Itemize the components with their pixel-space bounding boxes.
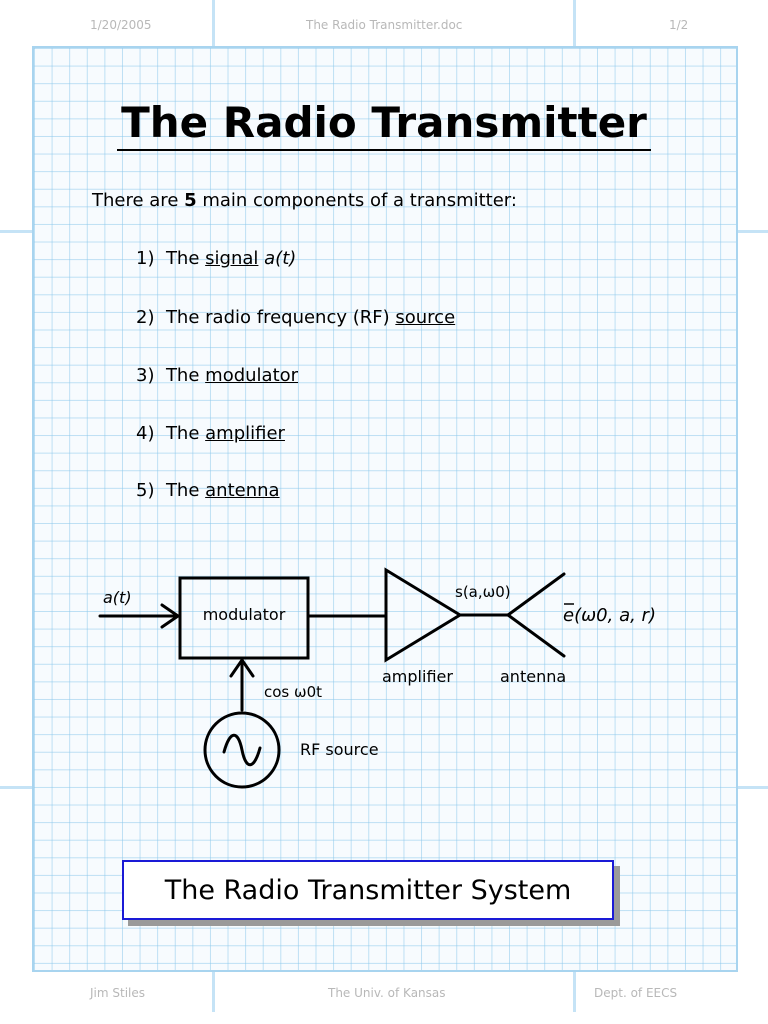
rf-source-label: RF source: [300, 740, 379, 759]
guide-line: [573, 972, 576, 1012]
term-signal: signal: [205, 248, 259, 269]
rf-source-circle: [203, 711, 281, 789]
footer-author: Jim Stiles: [90, 986, 146, 1000]
guide-line: [738, 786, 768, 789]
modulator-box: [178, 576, 310, 660]
caption-text: The Radio Transmitter System: [164, 874, 572, 906]
rf-arrowhead: [229, 657, 255, 678]
antenna-lower-arm: [506, 613, 566, 658]
term-amplifier: amplifier: [205, 423, 285, 444]
list-item-signal: 1) The signal a(t): [136, 248, 297, 269]
modulator-label: modulator: [203, 605, 286, 624]
antenna-upper-arm: [506, 572, 566, 617]
amplifier-label: amplifier: [382, 667, 453, 686]
term-antenna: antenna: [205, 480, 280, 501]
footer-department: Dept. of EECS: [594, 986, 678, 1000]
list-item-amplifier: 4) The amplifier: [136, 423, 285, 444]
term-modulator: modulator: [205, 365, 299, 386]
term-source: source: [395, 307, 456, 328]
guide-line: [738, 230, 768, 233]
carrier-label: cos ω0t: [264, 683, 322, 701]
guide-line: [0, 786, 32, 789]
field-output-label: e(ω0, a, r): [563, 605, 656, 626]
antenna-label: antenna: [500, 667, 566, 686]
page-title: The Radio Transmitter: [0, 98, 768, 151]
header-filename: The Radio Transmitter.doc: [306, 18, 463, 32]
amplifier-triangle: [384, 567, 463, 663]
guide-line: [212, 0, 215, 46]
input-arrowhead: [160, 603, 181, 629]
list-item-antenna: 5) The antenna: [136, 480, 280, 501]
sine-wave-icon: [222, 733, 262, 767]
list-item-rf-source: 2) The radio frequency (RF) source: [136, 307, 456, 328]
footer-university: The Univ. of Kansas: [328, 986, 446, 1000]
guide-line: [0, 230, 32, 233]
grid-paper-page: [32, 46, 738, 972]
guide-line: [212, 972, 215, 1012]
amp-output-label: s(a,ω0): [455, 583, 511, 601]
header-page: 1/2: [669, 18, 689, 32]
header-date: 1/20/2005: [90, 18, 152, 32]
list-item-modulator: 3) The modulator: [136, 365, 299, 386]
intro-text: There are 5 main components of a transmi…: [92, 190, 517, 211]
caption-box: The Radio Transmitter System: [122, 860, 614, 920]
guide-line: [573, 0, 576, 46]
input-signal-label: a(t): [103, 588, 132, 607]
